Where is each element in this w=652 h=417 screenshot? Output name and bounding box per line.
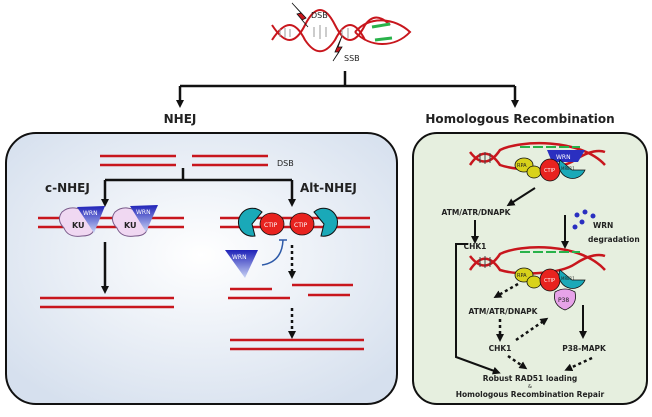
p38-mapk: P38-MAPK	[562, 344, 607, 353]
wrn-protein: WRN	[225, 250, 258, 278]
alt-nhej-label: Alt-NHEJ	[300, 181, 357, 195]
protein-label: KU	[72, 221, 85, 230]
hr-dna-helix-2	[468, 246, 606, 275]
wrn-degradation-dots	[572, 209, 596, 230]
diagram-shape	[130, 205, 158, 232]
wrn-degradation-label-2: degradation	[588, 235, 640, 244]
diagram-shape	[259, 212, 285, 236]
diagram-shape	[493, 282, 519, 298]
diagram-shape	[572, 224, 578, 230]
outcome-amp: &	[528, 384, 532, 390]
arrow	[506, 187, 536, 207]
diagram-shape	[558, 159, 586, 179]
protein-label: MRE11	[561, 166, 575, 171]
diagram-shape	[313, 207, 339, 237]
protein-label: MRE11	[561, 276, 575, 281]
protein-label: WRN	[232, 254, 247, 261]
outcome-line-1: Robust RAD51 loading	[483, 374, 578, 383]
p38-protein: P38	[554, 288, 576, 311]
diagram-shape	[77, 206, 105, 233]
top-dna-helix	[271, 9, 412, 53]
top-dsb-label: DSB	[311, 11, 328, 20]
diagram-shape	[271, 24, 366, 53]
protein-label: WRN	[136, 209, 151, 216]
c-nhej-label: c-NHEJ	[45, 181, 90, 195]
nhej-panel: DSB c-NHEJ Alt-NHEJ KU WRN KU WRN	[5, 132, 398, 405]
green-strand-arrows	[371, 22, 393, 42]
diagram-shape	[479, 256, 491, 268]
atm-atr-dnapk-1: ATM/ATR/DNAPK	[441, 208, 511, 217]
mre11-protein: MRE11	[558, 159, 586, 179]
wrn-protein	[547, 150, 585, 162]
protein-label: CTIP	[544, 168, 555, 174]
protein-label: RPA	[517, 273, 527, 279]
chk1-1: CHK1	[464, 242, 487, 251]
diagram-shape	[574, 212, 580, 218]
protein-label: RPA	[517, 163, 527, 169]
diagram-shape	[354, 19, 412, 45]
mre11-protein: MRE11	[558, 269, 586, 289]
chk1-2: CHK1	[489, 344, 512, 353]
nhej-dsb-label: DSB	[277, 159, 294, 168]
mre11-protein	[313, 207, 339, 237]
diagram-shape	[582, 209, 588, 215]
ctip-protein: CTIP	[539, 158, 561, 182]
diagram-shape	[225, 250, 258, 278]
diagram-shape	[469, 142, 606, 166]
dsb-dna-lines	[100, 154, 268, 167]
diagram-shape	[279, 25, 349, 39]
branch-connector	[176, 71, 519, 108]
diagram-shape	[554, 288, 576, 311]
hr-title: Homologous Recombination	[425, 112, 614, 126]
rpa-protein: RPA	[514, 267, 542, 289]
protein-label: P38	[558, 297, 569, 304]
diagram-shape	[5, 132, 398, 405]
diagram-shape	[469, 246, 606, 271]
protein-label: CTIP	[294, 222, 308, 229]
diagram-shape	[558, 269, 586, 289]
protein-label: WRN	[83, 210, 98, 217]
diagram-shape	[230, 338, 364, 351]
diagram-shape	[40, 296, 174, 309]
ctip-protein: CTIP	[539, 268, 561, 292]
diagram-shape	[526, 165, 542, 179]
protein-label: KU	[124, 221, 137, 230]
ssb-lightning-icon	[332, 35, 343, 62]
diagram-shape	[468, 253, 606, 275]
mre11-protein	[237, 207, 263, 237]
protein-label: CTIP	[264, 222, 278, 229]
diagram-shape	[101, 168, 296, 207]
diagram-shape	[237, 207, 263, 237]
diagram-shape	[590, 213, 596, 219]
dsb-lightning-icon	[291, 2, 309, 28]
diagram-shape	[412, 132, 648, 405]
atm-atr-dnapk-2: ATM/ATR/DNAPK	[468, 307, 538, 316]
diagram-shape	[479, 152, 491, 164]
diagram-shape	[455, 243, 501, 375]
hr-panel: WRN RPA CTIP MRE11 ATM/ATR/DNAPK CHK1 WR…	[412, 132, 648, 405]
diagram-shape	[564, 356, 593, 371]
wrn-degradation-label-1: WRN	[593, 221, 613, 230]
diagram-shape	[526, 275, 542, 289]
diagram-shape	[271, 9, 391, 41]
diagram-shape	[579, 219, 585, 225]
ctip-protein: CTIP	[289, 212, 315, 236]
wrn-protein: WRN	[77, 206, 105, 233]
wrn-protein: WRN	[130, 205, 158, 232]
wrn-inhibition-curve	[261, 239, 287, 266]
diagram-shape	[228, 283, 353, 300]
top-ssb-label: SSB	[344, 54, 360, 63]
outcome-line-2: Homologous Recombination Repair	[456, 390, 605, 399]
protein-label: CTIP	[544, 278, 555, 284]
diagram-shape	[289, 212, 315, 236]
protein-label: WRN	[556, 154, 571, 161]
ctip-protein: CTIP	[259, 212, 285, 236]
nhej-title: NHEJ	[164, 112, 197, 126]
